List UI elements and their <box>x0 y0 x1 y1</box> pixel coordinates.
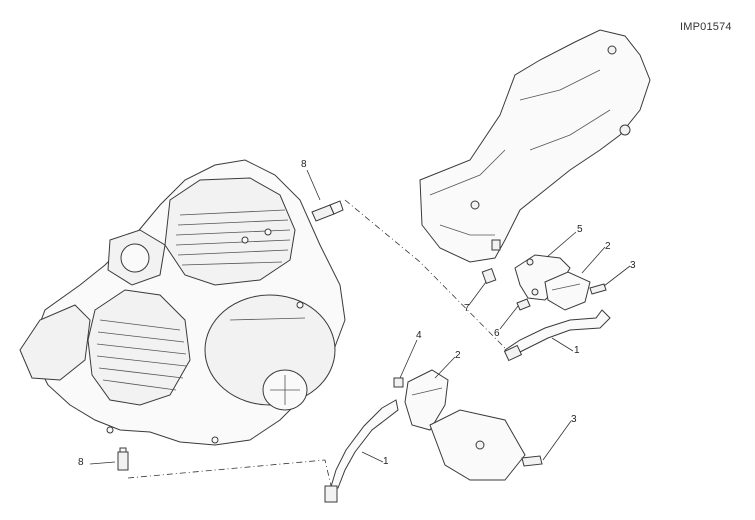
ref-6: 6 <box>494 328 500 339</box>
ht-lead-1-upper <box>503 309 611 362</box>
engine-assembly <box>19 159 346 446</box>
spark-plug-8-top <box>311 200 344 222</box>
ref-7: 7 <box>464 303 470 314</box>
ref-4: 4 <box>416 330 422 341</box>
ref-1-right: 1 <box>574 345 580 356</box>
spark-plug-8-bottom <box>117 447 129 471</box>
ref-5: 5 <box>577 224 583 235</box>
connection-bottom-plug-to-lower-coil <box>127 459 333 491</box>
ref-8-bottom: 8 <box>78 457 84 468</box>
leader-lines <box>89 169 631 465</box>
ignition-coil-2-lower <box>404 369 449 431</box>
ref-3-right: 3 <box>630 260 636 271</box>
ref-3-bottom: 3 <box>571 414 577 425</box>
screw-3-lower <box>521 455 543 467</box>
screw-3-upper <box>589 283 607 295</box>
ref-2-right: 2 <box>605 241 611 252</box>
ref-2-bottom: 2 <box>455 350 461 361</box>
screw-6 <box>516 298 531 311</box>
nut-4 <box>393 377 404 388</box>
bracket-lower <box>429 409 526 481</box>
diagram-code: IMP01574 <box>680 21 732 33</box>
ignition-coil-2-upper <box>544 271 591 311</box>
ref-1-bottom: 1 <box>383 456 389 467</box>
clip-7 <box>481 268 497 284</box>
ref-8-top: 8 <box>301 159 307 170</box>
frame-subframe <box>419 29 651 263</box>
ht-lead-1-lower <box>324 399 399 503</box>
